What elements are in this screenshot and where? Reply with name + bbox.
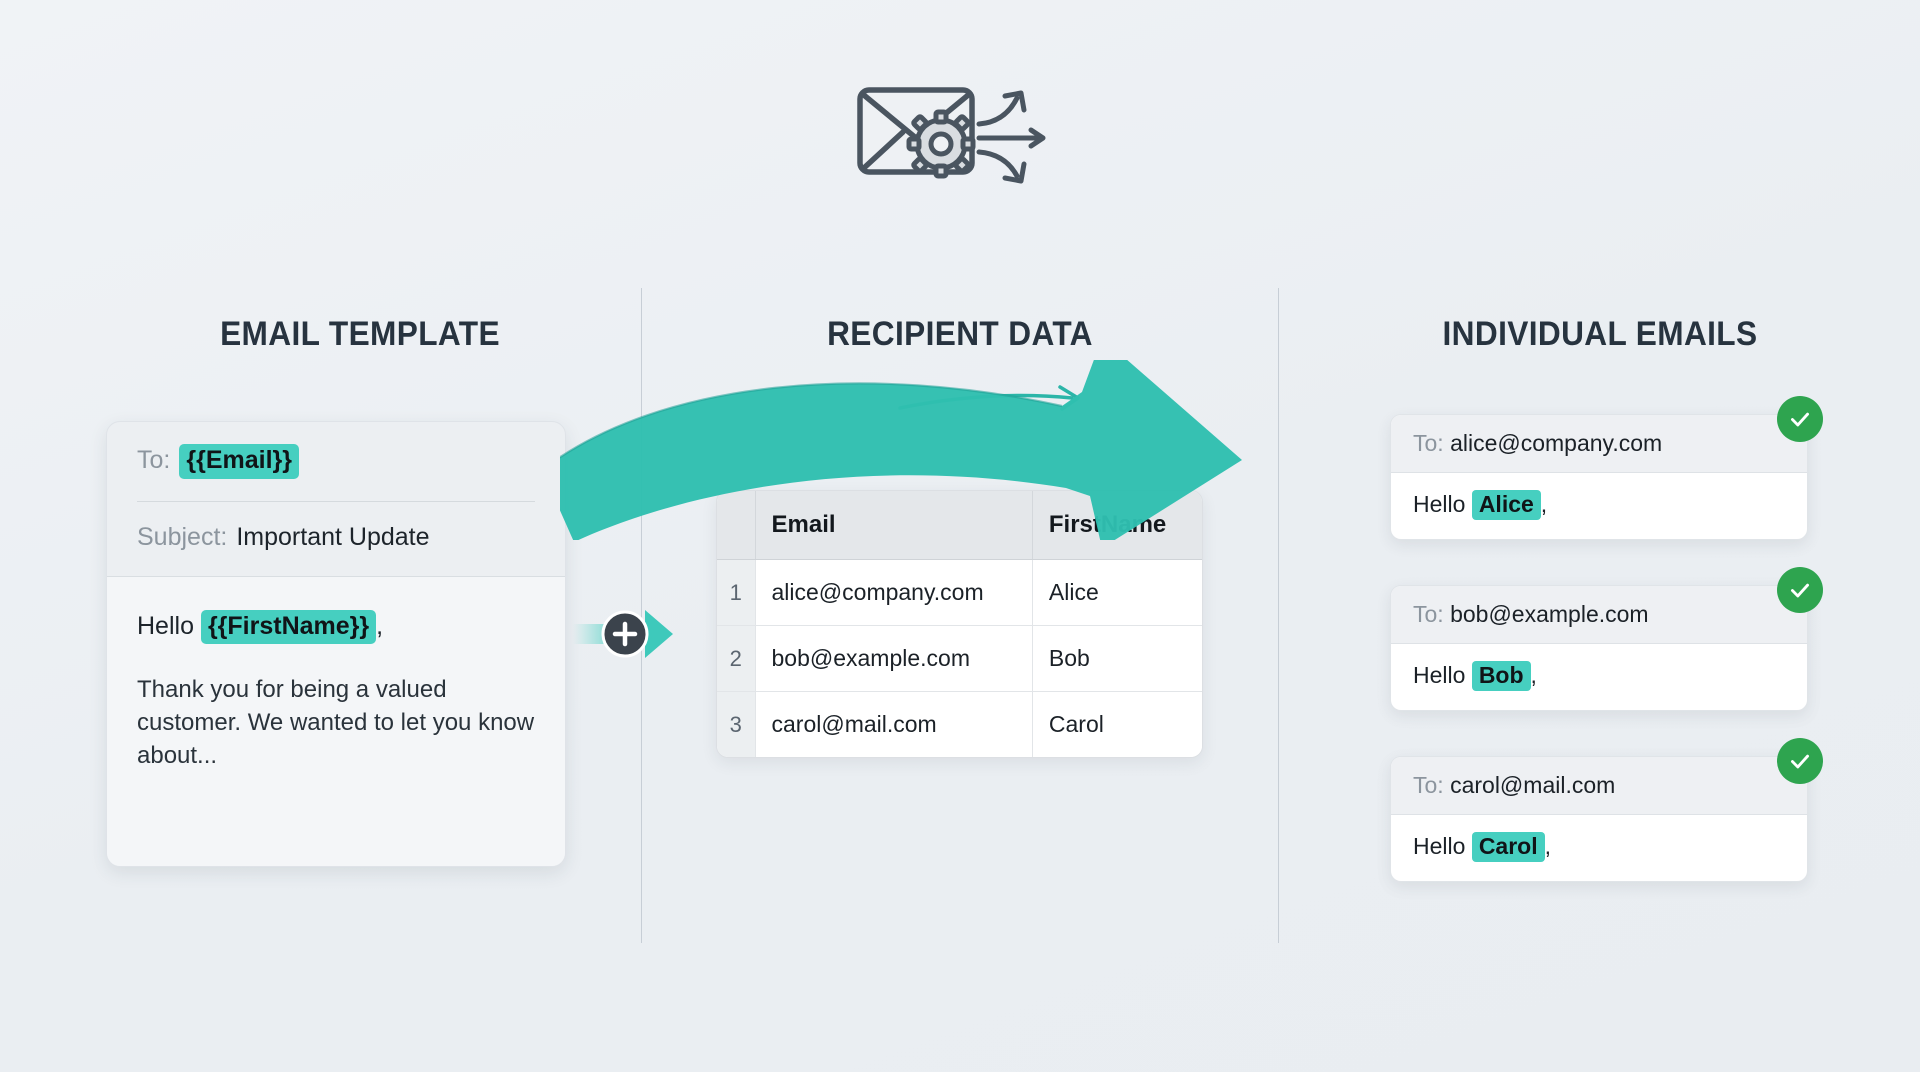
individual-email-card[interactable]: To: alice@company.com Hello Alice, xyxy=(1390,414,1808,540)
individual-email-card[interactable]: To: carol@mail.com Hello Carol, xyxy=(1390,756,1808,882)
email-to-label: To: xyxy=(1413,772,1444,798)
email-greeting-prefix: Hello xyxy=(1413,491,1466,517)
envelope-gear-arrows-icon xyxy=(855,72,1065,192)
template-email-variable: {{Email}} xyxy=(179,444,299,479)
template-subject-value: Important Update xyxy=(236,522,430,551)
email-card-header: To: carol@mail.com xyxy=(1391,757,1807,815)
email-card-body: Hello Carol, xyxy=(1391,815,1807,881)
email-template-card[interactable]: To: {{Email}} Subject: Important Update … xyxy=(106,421,566,867)
email-recipient-name: Alice xyxy=(1471,490,1541,520)
table-row[interactable]: 1 alice@company.com Alice xyxy=(717,559,1202,626)
email-to-address: alice@company.com xyxy=(1450,430,1663,456)
template-body: Hello {{FirstName}}, Thank you for being… xyxy=(107,575,565,866)
email-card-header: To: alice@company.com xyxy=(1391,415,1807,473)
email-greeting-suffix: , xyxy=(1544,833,1551,859)
check-circle-icon xyxy=(1777,738,1823,784)
email-to-address: bob@example.com xyxy=(1450,601,1649,627)
check-circle-icon xyxy=(1777,396,1823,442)
row-firstname: Alice xyxy=(1032,559,1202,626)
table-header-index xyxy=(717,491,756,560)
email-card-body: Hello Bob, xyxy=(1391,644,1807,710)
individual-email-card[interactable]: To: bob@example.com Hello Bob, xyxy=(1390,585,1808,711)
template-subject-row: Subject: Important Update xyxy=(107,502,565,576)
email-to-label: To: xyxy=(1413,430,1444,456)
merge-flow-arrow-icon xyxy=(541,334,1420,548)
email-to-label: To: xyxy=(1413,601,1444,627)
row-firstname: Bob xyxy=(1032,625,1202,692)
template-to-label: To: xyxy=(137,446,171,474)
table-header-email: Email xyxy=(755,491,1033,560)
email-greeting-prefix: Hello xyxy=(1413,662,1466,688)
email-to-address: carol@mail.com xyxy=(1450,772,1616,798)
section-heading-recipient-data: RECIPIENT DATA xyxy=(827,315,1093,353)
table-row[interactable]: 3 carol@mail.com Carol xyxy=(717,691,1202,757)
row-index: 3 xyxy=(717,691,756,757)
template-greeting-prefix: Hello xyxy=(137,611,194,640)
template-subject-label: Subject: xyxy=(137,522,228,551)
row-email: alice@company.com xyxy=(755,559,1033,626)
template-greeting-suffix: , xyxy=(376,611,384,640)
row-index: 2 xyxy=(717,625,756,692)
email-greeting-prefix: Hello xyxy=(1413,833,1466,859)
column-divider-right xyxy=(1278,288,1279,943)
template-header: To: {{Email}} xyxy=(107,422,565,479)
row-firstname: Carol xyxy=(1032,691,1202,757)
table-row[interactable]: 2 bob@example.com Bob xyxy=(717,625,1202,692)
row-email: carol@mail.com xyxy=(755,691,1033,757)
merge-connector xyxy=(573,592,693,676)
recipient-data-table[interactable]: Email FirstName 1 alice@company.com Alic… xyxy=(716,490,1203,758)
template-greeting: Hello {{FirstName}}, xyxy=(137,609,535,644)
template-body-text: Thank you for being a valued customer. W… xyxy=(137,676,535,770)
row-index: 1 xyxy=(717,559,756,626)
column-divider-left xyxy=(641,288,642,943)
email-greeting-suffix: , xyxy=(1530,662,1537,688)
email-recipient-name: Bob xyxy=(1471,661,1531,691)
row-email: bob@example.com xyxy=(755,625,1033,692)
email-recipient-name: Carol xyxy=(1471,832,1545,862)
check-circle-icon xyxy=(1777,567,1823,613)
template-firstname-variable: {{FirstName}} xyxy=(200,609,377,644)
template-to-row: To: {{Email}} xyxy=(137,444,535,479)
email-card-body: Hello Alice, xyxy=(1391,473,1807,539)
email-greeting-suffix: , xyxy=(1540,491,1548,517)
template-divider xyxy=(137,500,535,502)
email-card-header: To: bob@example.com xyxy=(1391,586,1807,644)
section-heading-email-template: EMAIL TEMPLATE xyxy=(220,315,500,353)
section-heading-individual-emails: INDIVIDUAL EMAILS xyxy=(1442,315,1758,353)
